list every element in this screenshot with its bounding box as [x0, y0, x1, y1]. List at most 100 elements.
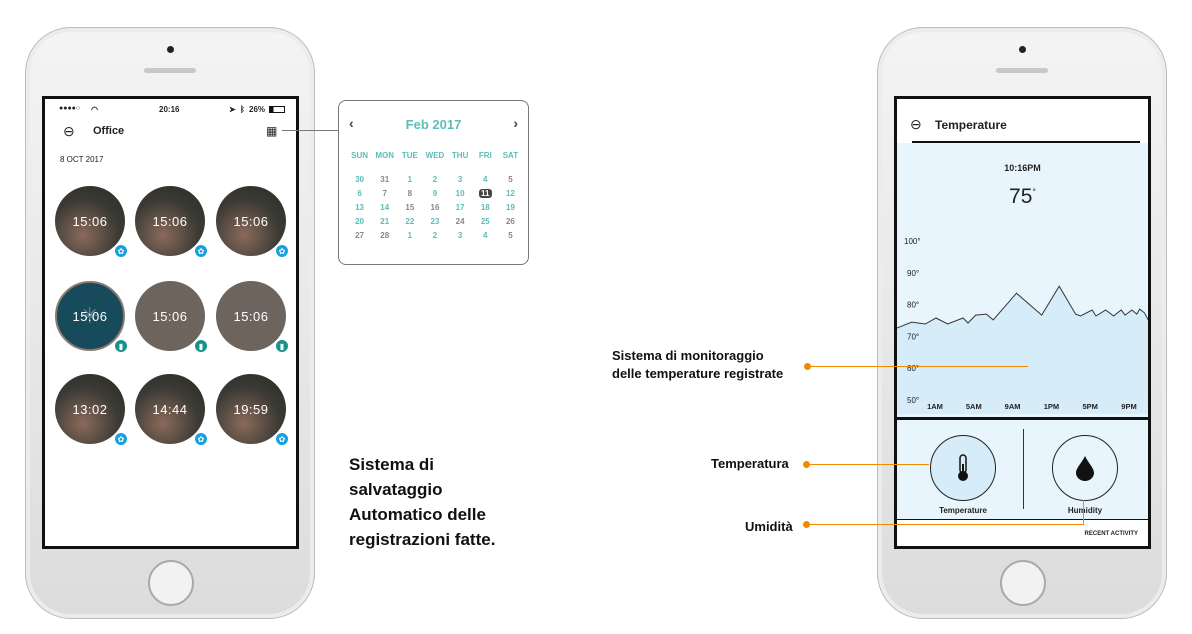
auto-save-icon: ✿	[275, 244, 289, 258]
day-number: 22	[405, 217, 415, 226]
recording-time: 13:02	[72, 401, 108, 417]
calendar-day[interactable]: 25	[473, 217, 498, 226]
bluetooth-icon: ᛒ	[240, 105, 245, 114]
calendar-day[interactable]: 28	[372, 231, 397, 240]
day-of-week: SUN	[351, 151, 369, 160]
divider	[897, 519, 1148, 520]
clock: 20:16	[159, 105, 180, 114]
day-number: 24	[455, 217, 465, 226]
calendar-day[interactable]: 27	[347, 231, 372, 240]
calendar-day[interactable]: 7	[372, 189, 397, 198]
day-number: 31	[380, 175, 390, 184]
temp-value: 75	[1009, 185, 1033, 208]
recording-thumbnail[interactable]: 19:59	[216, 374, 286, 444]
calendar-day[interactable]: 5	[498, 175, 523, 184]
day-number: 5	[508, 175, 513, 184]
calendar-day[interactable]: 1	[397, 231, 422, 240]
day-number: 18	[480, 203, 490, 212]
home-button[interactable]	[148, 560, 194, 606]
calendar-day[interactable]: 22	[397, 217, 422, 226]
calendar-day[interactable]: 5	[498, 231, 523, 240]
calendar-day[interactable]: 3	[448, 175, 473, 184]
recording-thumbnail[interactable]: 15:06	[216, 281, 286, 351]
recording-thumbnail[interactable]: 14:44	[135, 374, 205, 444]
calendar-day[interactable]: 9	[422, 189, 447, 198]
calendar-day[interactable]: 10	[448, 189, 473, 198]
back-icon[interactable]: ⊖	[910, 116, 922, 132]
home-button[interactable]	[1000, 560, 1046, 606]
calendar-day[interactable]: 23	[422, 217, 447, 226]
recording-thumbnail[interactable]: 15:06	[216, 186, 286, 256]
loading-spinner-icon: ✳	[80, 303, 100, 328]
calendar-day[interactable]: 17	[448, 203, 473, 212]
y-tick-label: 60°	[907, 364, 919, 373]
next-month-icon[interactable]: ›	[513, 115, 518, 131]
caption-line: Sistema di	[349, 455, 435, 474]
day-number: 25	[480, 217, 490, 226]
temperature-button[interactable]	[930, 435, 996, 501]
day-number: 11	[478, 189, 492, 198]
battery-percent: 26%	[249, 105, 266, 114]
divider	[897, 417, 1148, 420]
calendar-day[interactable]: 20	[347, 217, 372, 226]
humidity-button[interactable]	[1052, 435, 1118, 501]
day-number: 4	[483, 231, 488, 240]
x-tick-label: 5AM	[966, 402, 982, 411]
calendar-day[interactable]: 31	[372, 175, 397, 184]
recording-time: 14:44	[152, 401, 188, 417]
calendar-day[interactable]: 3	[448, 231, 473, 240]
recording-thumbnail[interactable]: 15:06	[135, 186, 205, 256]
day-of-week: WED	[425, 151, 445, 160]
calendar-day[interactable]: 19	[498, 203, 523, 212]
day-number: 26	[505, 217, 515, 226]
x-tick-label: 9PM	[1121, 402, 1136, 411]
calendar-day[interactable]: 21	[372, 217, 397, 226]
recording-thumbnail[interactable]: 15:06	[135, 281, 205, 351]
day-of-week: MON	[375, 151, 395, 160]
day-number: 16	[430, 203, 440, 212]
right-screen: ⊖ Temperature 10:16PM 75° 100°90°80°70°6…	[894, 96, 1151, 549]
calendar-day[interactable]: 18	[473, 203, 498, 212]
calendar-day[interactable]: 13	[347, 203, 372, 212]
calendar-day[interactable]: 4	[473, 175, 498, 184]
prev-month-icon[interactable]: ‹	[349, 115, 354, 131]
back-icon[interactable]: ⊖	[63, 123, 75, 139]
day-number: 9	[432, 189, 438, 198]
page-title: Office	[93, 125, 125, 137]
calendar-day[interactable]: 8	[397, 189, 422, 198]
calendar-icon[interactable]: ▦	[266, 124, 278, 138]
calendar-day[interactable]: 4	[473, 231, 498, 240]
day-number: 13	[355, 203, 365, 212]
day-number: 1	[407, 175, 413, 184]
day-number: 2	[432, 175, 438, 184]
recording-thumbnail[interactable]: ✳15:06	[55, 281, 125, 351]
day-number: 20	[355, 217, 365, 226]
recent-activity-link[interactable]: RECENT ACTIVITY	[1084, 531, 1138, 537]
day-number: 7	[382, 189, 387, 198]
calendar-day[interactable]: 26	[498, 217, 523, 226]
calendar-day[interactable]: 1	[397, 175, 422, 184]
calendar-day[interactable]: 12	[498, 189, 523, 198]
calendar-day[interactable]: 6	[347, 189, 372, 198]
calendar-day[interactable]: 2	[422, 231, 447, 240]
calendar-day[interactable]: 24	[448, 217, 473, 226]
current-temp: 75°	[897, 185, 1148, 209]
recording-time: 19:59	[233, 401, 269, 417]
annotation-dot	[803, 521, 810, 528]
calendar-day[interactable]: 30	[347, 175, 372, 184]
calendar-day[interactable]: 2	[422, 175, 447, 184]
calendar-day[interactable]: 14	[372, 203, 397, 212]
calendar-day[interactable]: 16	[422, 203, 447, 212]
calendar-day[interactable]: 15	[397, 203, 422, 212]
annotation-leader	[807, 464, 929, 465]
caption-line: Automatico delle	[349, 505, 486, 524]
recording-thumbnail[interactable]: 13:02	[55, 374, 125, 444]
location-icon: ➤	[229, 105, 236, 114]
day-number: 17	[455, 203, 465, 212]
annotation-line: Sistema di monitoraggio	[612, 348, 764, 363]
wifi-icon: ◠	[91, 105, 98, 114]
recording-thumbnail[interactable]: 15:06	[55, 186, 125, 256]
temperature-line	[897, 285, 1148, 329]
calendar-day[interactable]: 11	[473, 189, 498, 198]
